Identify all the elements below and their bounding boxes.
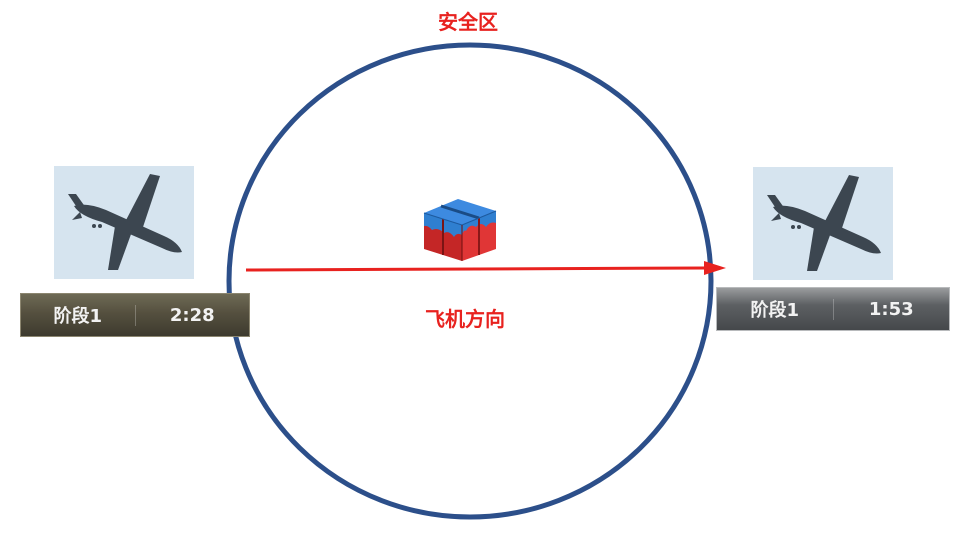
cargo-plane-icon (68, 174, 182, 270)
safe-zone-circle (226, 42, 714, 520)
phase-name: 阶段1 (53, 306, 103, 327)
plane-image-right (753, 167, 893, 280)
phase-time: 2:28 (134, 304, 250, 326)
phase-name: 阶段1 (750, 300, 800, 321)
plane-image-left (54, 166, 194, 279)
flight-direction-arrow (245, 261, 726, 275)
safe-zone-label: 安全区 (438, 10, 498, 34)
phase-timer-left: 阶段1 2:28 (20, 293, 250, 337)
airdrop-crate-icon (423, 199, 497, 261)
plane-direction-label: 飞机方向 (425, 307, 505, 331)
phase-timer-right: 阶段1 1:53 (716, 287, 950, 331)
cargo-plane-icon (767, 175, 881, 271)
phase-time: 1:53 (832, 298, 950, 320)
